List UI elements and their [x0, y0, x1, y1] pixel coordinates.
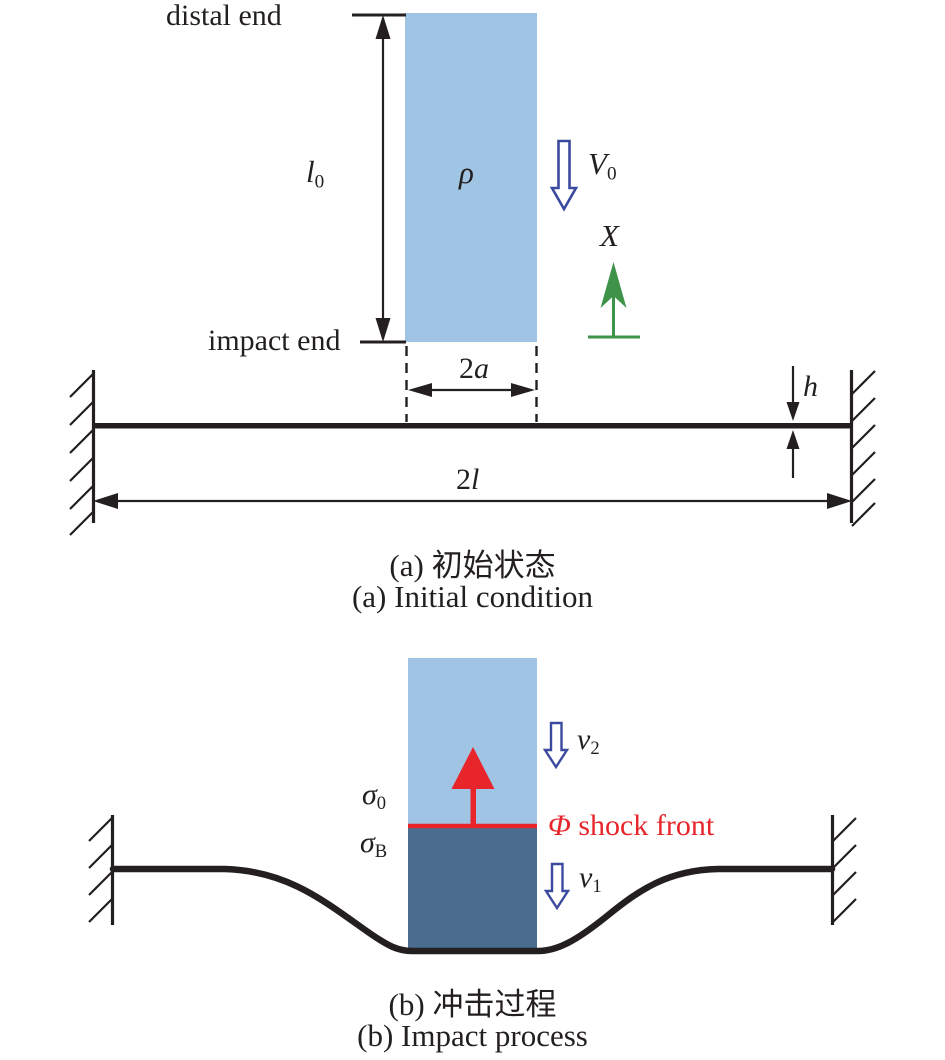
impact-end-label: impact end — [208, 324, 341, 357]
v1-velocity-arrow-icon — [543, 862, 571, 911]
right-wall-hatch-b — [832, 817, 857, 923]
left-wall-hatch-b — [88, 817, 113, 923]
caption-a-en: (a) Initial condition — [351, 579, 594, 614]
caption-a-zh: (a) 初始状态 — [389, 548, 556, 583]
right-wall-hatch-a — [851, 370, 876, 527]
sigma0-label: σ0 — [362, 778, 387, 815]
v2-label: v2 — [577, 723, 600, 760]
rho-label: ρ — [459, 155, 474, 190]
left-wall-hatch-a — [69, 373, 94, 536]
v0-velocity-arrow-icon — [549, 139, 579, 212]
left-support-a — [69, 370, 96, 536]
2a-label: 2a — [459, 352, 489, 385]
caption-b-en: (b) Impact process — [357, 1018, 588, 1053]
shock-propagation-arrow-icon — [451, 747, 495, 824]
foam-block-initial — [405, 13, 537, 342]
h-label: h — [803, 370, 818, 403]
beam-initial — [93, 423, 852, 429]
shock-front-label: Φ shock front — [548, 809, 715, 842]
2a-dimension — [408, 383, 535, 397]
v0-label: V0 — [588, 146, 617, 185]
right-support-a — [849, 370, 876, 527]
x-axis-arrow-icon — [588, 262, 640, 339]
v1-label: v1 — [579, 861, 602, 898]
sigmaB-label: σB — [360, 826, 388, 863]
caption-b-zh: (b) 冲击过程 — [388, 987, 557, 1022]
l0-label: l0 — [306, 154, 325, 193]
h-dimension — [786, 366, 800, 478]
left-support-b — [88, 815, 115, 925]
l0-dimension — [375, 15, 391, 342]
x-axis-label: X — [600, 218, 619, 253]
distal-end-label: distal end — [166, 0, 282, 32]
2l-dimension — [93, 493, 852, 509]
foam-block-crushed — [408, 826, 537, 948]
right-support-b — [830, 815, 857, 925]
2l-label: 2l — [456, 463, 480, 496]
beam-deformed — [109, 865, 836, 955]
v2-velocity-arrow-icon — [542, 721, 570, 770]
